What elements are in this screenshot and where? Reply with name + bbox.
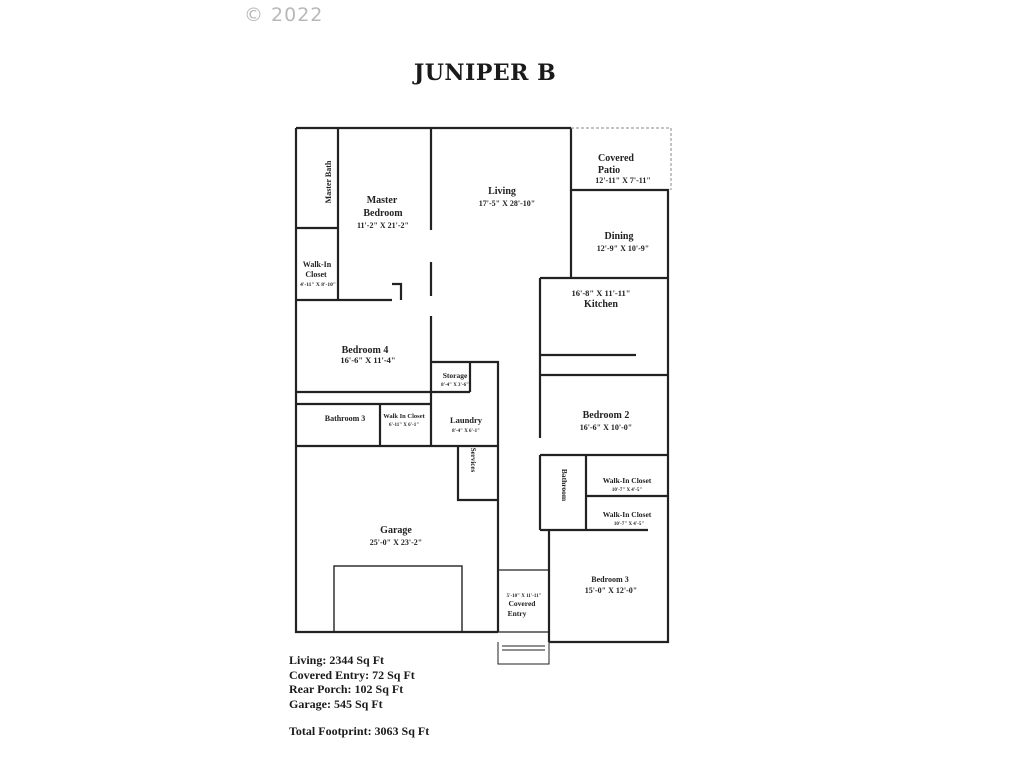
garage-door (333, 565, 463, 633)
covered-patio-label-1: Covered (598, 153, 634, 164)
bathroom-label: Bathroom (560, 469, 569, 502)
summary-covered-entry: Covered Entry: 72 Sq Ft (289, 667, 415, 682)
services-label: Services (469, 448, 477, 473)
walkin-closet-b3-dim: 10'-7" X 4'-5" (614, 522, 644, 527)
storage-dim: 8'-4" X 3'-6" (441, 383, 469, 388)
storage-label: Storage (443, 371, 468, 380)
patio-outline (571, 127, 672, 190)
bedroom3-dim: 15'-0" X 12'-0" (585, 586, 637, 595)
laundry-dim: 8'-4" X 6'-1" (452, 429, 480, 434)
summary-living: Living: 2344 Sq Ft (289, 653, 385, 667)
walkin-closet-b4-dim: 6'-11" X 6'-1" (389, 423, 419, 428)
kitchen-label: Kitchen (584, 299, 618, 310)
laundry-label: Laundry (450, 415, 483, 425)
area-summary: Living: 2344 Sq Ft Covered Entry: 72 Sq … (289, 653, 429, 739)
walkin-closet-b3-label: Walk-In Closet (603, 510, 652, 519)
covered-patio-dim: 12'-11" X 7'-11" (595, 176, 651, 185)
summary-rear-porch: Rear Porch: 102 Sq Ft (289, 682, 404, 696)
dining-dim: 12'-9" X 10'-9" (597, 244, 649, 253)
master-bedroom-label-1: Master (367, 195, 398, 206)
master-bedroom-label-2: Bedroom (363, 208, 403, 219)
bedroom3-label: Bedroom 3 (591, 575, 628, 584)
kitchen-dim: 16'-8" X 11'-11" (571, 288, 630, 298)
garage-dim: 25'-0" X 23'-2" (370, 538, 422, 547)
walkin-closet-master-1: Walk-In (303, 260, 332, 269)
covered-entry-dim: 5'-10" X 11'-11" (507, 594, 542, 599)
covered-entry-label-1: Covered (509, 599, 537, 608)
dining-label: Dining (605, 231, 634, 242)
living-label: Living (488, 186, 516, 197)
bedroom2-label: Bedroom 2 (583, 410, 630, 421)
room-labels: Master Bath Master Bedroom 11'-2" X 21'-… (300, 153, 652, 618)
garage-label: Garage (380, 525, 412, 536)
outer-wall (296, 126, 670, 644)
plan-title: JUNIPER B (413, 60, 557, 86)
covered-patio-label-2: Patio (598, 165, 620, 176)
covered-entry-label-2: Entry (508, 609, 527, 618)
walkin-closet-master-2: Closet (305, 270, 327, 279)
entry-steps (497, 642, 550, 665)
walkin-closet-b2-label: Walk-In Closet (603, 476, 652, 485)
bedroom4-label: Bedroom 4 (342, 345, 389, 356)
walkin-closet-b4-label: Walk In Closet (383, 413, 425, 420)
master-bath-label: Master Bath (324, 160, 333, 203)
bathroom3-label: Bathroom 3 (325, 414, 366, 423)
walkin-closet-master-dim: 4'-11" X 8'-10" (300, 282, 336, 288)
living-dim: 17'-5" X 28'-10" (479, 199, 535, 208)
copyright-text: © 2022 (244, 4, 324, 26)
bedroom4-dim: 16'-6" X 11'-4" (340, 355, 395, 365)
summary-garage: Garage: 545 Sq Ft (289, 696, 383, 711)
summary-total: Total Footprint: 3063 Sq Ft (289, 724, 430, 738)
bedroom2-dim: 16'-6" X 10'-0" (580, 423, 632, 432)
walkin-closet-b2-dim: 10'-7" X 4'-5" (612, 488, 642, 493)
master-bedroom-dim: 11'-2" X 21'-2" (357, 221, 409, 230)
